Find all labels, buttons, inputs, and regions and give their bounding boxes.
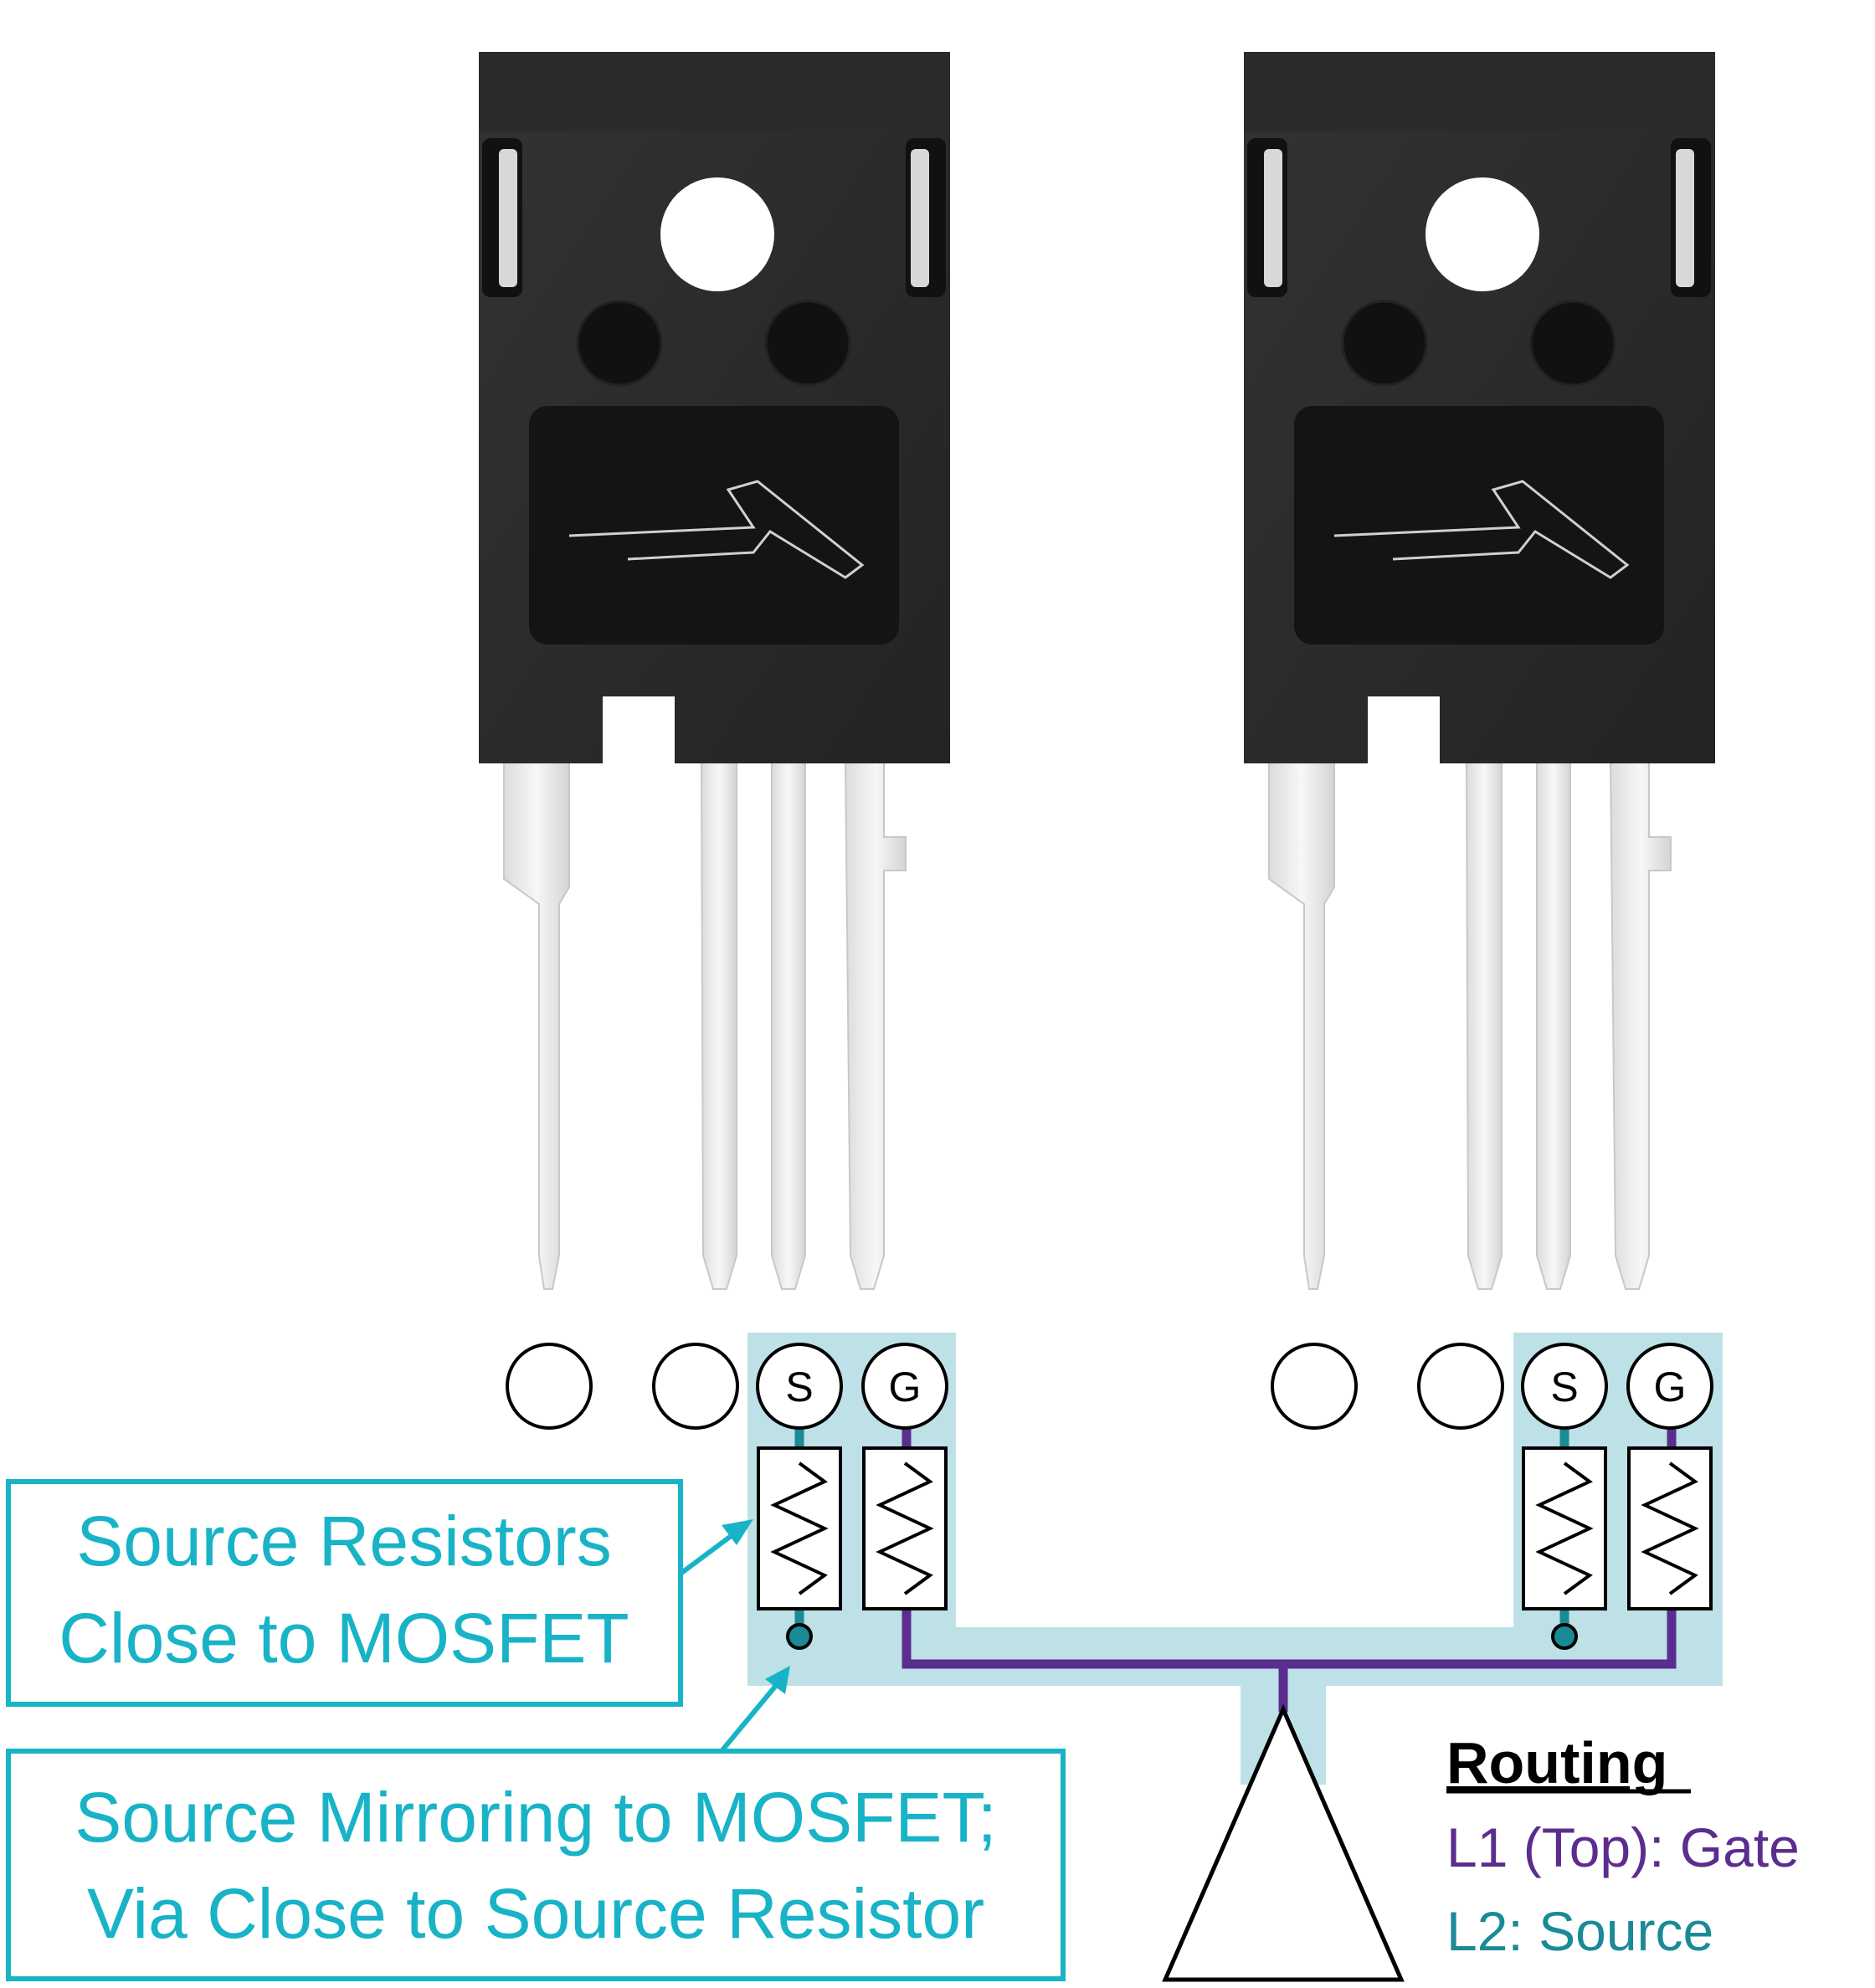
pin-pad-right-source xyxy=(1521,1343,1608,1430)
resistor-icon xyxy=(1627,1446,1713,1610)
routing-legend-source-layer: L2: Source xyxy=(1446,1900,1713,1962)
routing-legend-title: Routing xyxy=(1446,1730,1667,1795)
callout-source-mirroring-line-2: Via Close to Source Resistor xyxy=(87,1874,984,1953)
callout-source-resistors-arrow xyxy=(679,1529,738,1576)
mosfet-left-top-band xyxy=(479,52,950,131)
mosfet-right-top-band xyxy=(1244,52,1715,131)
pin-label-right-source: S xyxy=(1550,1364,1578,1410)
mosfet-left-slots xyxy=(482,138,946,297)
resistor-icon xyxy=(1522,1446,1607,1610)
pin-label-right-gate: G xyxy=(1654,1364,1687,1410)
routing-legend-gate-layer: L1 (Top): Gate xyxy=(1446,1816,1800,1878)
mosfet-right-leads xyxy=(1268,761,1672,1290)
mosfet-right-mount-hole xyxy=(1426,177,1539,291)
arrowhead-icon xyxy=(722,1519,753,1545)
mosfet-right-marking-area xyxy=(1294,406,1664,645)
lightning-logo-icon xyxy=(1333,480,1630,579)
pin-pad-left-source xyxy=(756,1343,843,1430)
lightning-logo-icon xyxy=(568,480,865,579)
callout-source-resistors-box xyxy=(6,1479,683,1707)
callout-source-mirroring-arrow xyxy=(719,1681,781,1753)
mosfet-left-ejector-mark-2 xyxy=(764,300,851,387)
callout-source-resistors-line-1: Source Resistors xyxy=(76,1502,612,1580)
via-icon xyxy=(1551,1623,1578,1650)
pin-pad-right-gate xyxy=(1626,1343,1713,1430)
mosfet-package-left xyxy=(479,52,950,1290)
mosfet-left-ejector-mark-1 xyxy=(576,300,663,387)
mosfet-right-slots xyxy=(1247,138,1711,297)
routing-legend: Routing L1 (Top): Gate L2: Source xyxy=(1446,1730,1800,1962)
pin-pad-right-2 xyxy=(1417,1343,1504,1430)
pin-label-left-gate: G xyxy=(889,1364,922,1410)
resistor-icon xyxy=(862,1446,948,1610)
mosfet-left-marking-area xyxy=(529,406,899,645)
via-icon xyxy=(786,1623,813,1650)
callout-source-resistors: Source Resistors Close to MOSFET xyxy=(6,1479,753,1707)
pin-pad-left-1 xyxy=(506,1343,593,1430)
callout-source-mirroring: Source Mirroring to MOSFET; Via Close to… xyxy=(6,1666,1066,1981)
pin-label-left-source: S xyxy=(785,1364,813,1410)
mosfet-right-ejector-mark-2 xyxy=(1529,300,1616,387)
pin-row-right: S G xyxy=(1271,1343,1713,1430)
pin-pad-left-gate xyxy=(861,1343,948,1430)
mosfet-left-mount-hole xyxy=(660,177,774,291)
callout-source-mirroring-line-1: Source Mirroring to MOSFET; xyxy=(74,1778,997,1857)
pin-pad-right-1 xyxy=(1271,1343,1358,1430)
arrowhead-icon xyxy=(765,1666,790,1694)
callout-source-resistors-line-2: Close to MOSFET xyxy=(59,1599,629,1677)
callout-source-mirroring-box xyxy=(6,1749,1066,1981)
resistor-icon xyxy=(757,1446,842,1610)
mosfet-package-right xyxy=(1244,52,1715,1290)
triangle-driver-icon xyxy=(1162,1703,1405,1982)
pin-row-left: S G xyxy=(506,1343,948,1430)
mosfet-left-leads xyxy=(503,761,907,1290)
mosfet-right-ejector-mark-1 xyxy=(1341,300,1428,387)
pin-pad-left-2 xyxy=(652,1343,739,1430)
